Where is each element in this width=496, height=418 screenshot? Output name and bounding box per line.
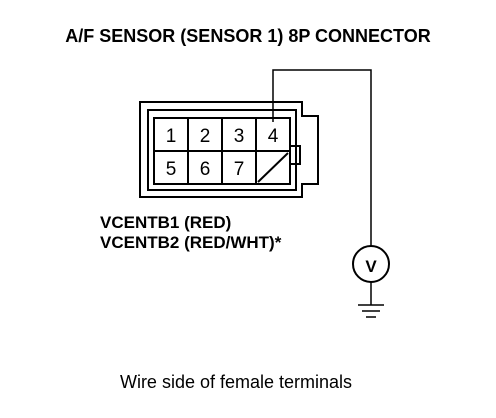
diagram-caption: Wire side of female terminals <box>120 372 352 392</box>
voltmeter-icon: V <box>352 245 390 283</box>
pin-7: 7 <box>234 159 245 180</box>
pin-3: 3 <box>234 126 245 147</box>
pin-1: 1 <box>166 126 177 147</box>
empty-pin-slash <box>257 152 289 183</box>
ground-icon <box>358 282 384 318</box>
connector-housing <box>139 101 319 198</box>
diagram-title: A/F SENSOR (SENSOR 1) 8P CONNECTOR <box>65 26 430 46</box>
pin-2: 2 <box>200 126 211 147</box>
wire-label-vcentb2: VCENTB2 (RED/WHT)* <box>100 233 282 252</box>
wire-label-vcentb1: VCENTB1 (RED) <box>100 213 231 232</box>
probe-wire <box>272 69 372 246</box>
pin-5: 5 <box>166 159 177 180</box>
pin-4: 4 <box>268 126 279 147</box>
pin-6: 6 <box>200 159 211 180</box>
voltmeter-symbol: V <box>365 257 377 276</box>
